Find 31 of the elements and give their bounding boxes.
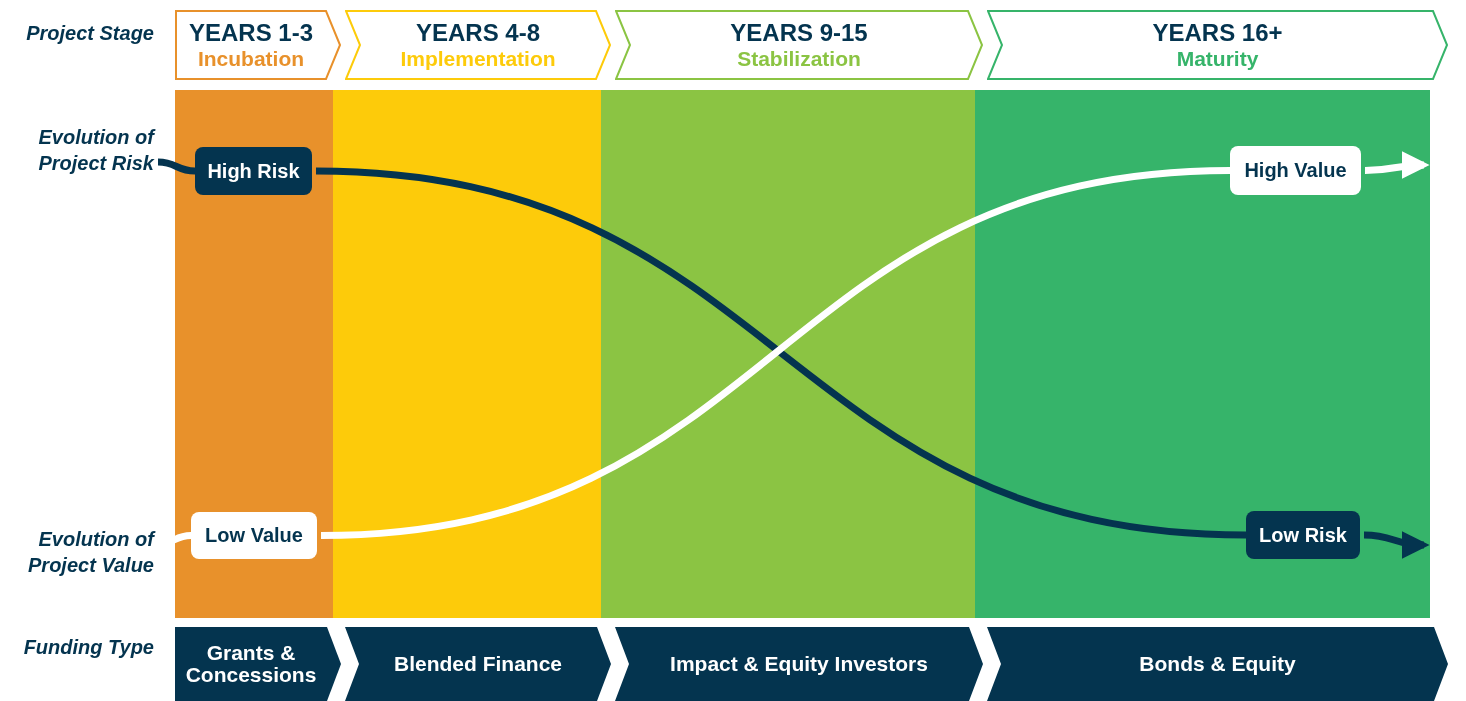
- stage-tab: [987, 10, 1448, 80]
- funding-banner: [987, 627, 1448, 701]
- funding-type: Impact & Equity Investors: [670, 652, 928, 675]
- stage-name: Stabilization: [737, 46, 861, 70]
- funding-type: Blended Finance: [394, 652, 562, 675]
- row-label: Evolution of Project Value: [4, 526, 154, 582]
- row-label: Funding Type: [22, 635, 154, 660]
- stage-years: YEARS 9-15: [730, 20, 868, 47]
- stage-name: Incubation: [197, 46, 305, 70]
- stage-tab: [175, 10, 341, 80]
- row-label: Evolution of Project Risk: [4, 124, 154, 180]
- stage-name: Implementation: [400, 46, 556, 70]
- curve-label: Low Value: [191, 512, 317, 559]
- row-label: Project Stage: [25, 21, 154, 46]
- stage-years: YEARS 4-8: [415, 20, 540, 47]
- curve-label: Low Risk: [1246, 511, 1360, 559]
- funding-banner: [345, 627, 611, 701]
- trend-curve: [157, 158, 196, 175]
- stage-years: YEARS 1-3: [188, 20, 313, 47]
- stage-name: Maturity: [1176, 46, 1259, 70]
- curve-label: High Value: [1230, 146, 1361, 195]
- stage-years: YEARS 16+: [1152, 20, 1283, 47]
- funding-banner: [615, 627, 983, 701]
- funding-type: Bonds & Equity: [1139, 652, 1296, 675]
- trend-curve: [1363, 530, 1430, 559]
- trend-curve: [1364, 151, 1430, 180]
- stage-tab: [615, 10, 983, 80]
- funding-type: Grants & Concessions: [184, 641, 318, 687]
- curve-label: High Risk: [195, 147, 312, 195]
- funding-banner: [175, 627, 341, 701]
- stage-tab: [345, 10, 611, 80]
